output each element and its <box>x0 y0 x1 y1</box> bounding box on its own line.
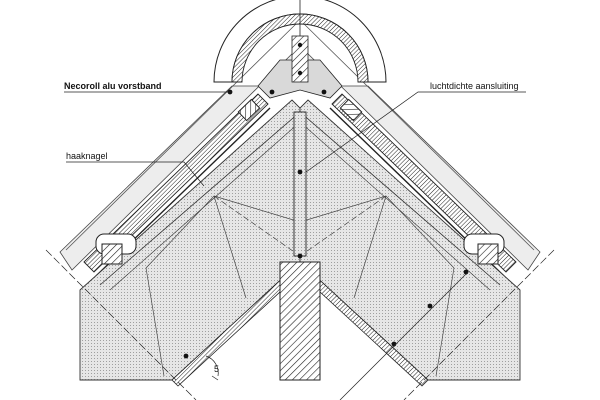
ridge-cap <box>213 0 387 99</box>
right-eave-clip <box>463 233 505 265</box>
label-airtight-connection: luchtdichte aansluiting <box>430 81 519 91</box>
leader-lines <box>45 91 555 400</box>
angle-dimension: 5 <box>214 364 219 374</box>
panel-construction-lines <box>145 195 455 377</box>
label-hook-nail: haaknagel <box>66 151 108 161</box>
left-roof-layers <box>79 93 307 387</box>
left-eave-clip <box>95 233 137 265</box>
label-ridge-tape: Necoroll alu vorstband <box>64 81 162 91</box>
